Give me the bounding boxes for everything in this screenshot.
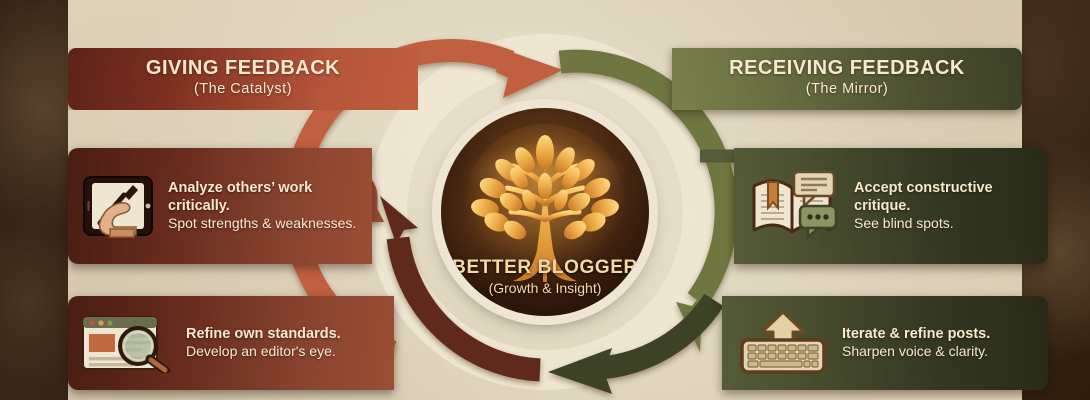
card-accept-constructive-critique[interactable]: Accept constructive critique. See blind … [734,148,1048,264]
card-detail: Develop an editor's eye. [186,343,336,360]
card-detail: Spot strengths & weaknesses. [168,214,357,231]
card-text: Analyze others’ work critically. Spot st… [168,180,358,231]
card-text: Iterate & refine posts. Sharpen voice & … [842,326,990,360]
banner-subtitle: (The Mirror) [805,81,889,98]
medallion-text: BETTER BLOGGER (Growth & Insight) [441,257,649,296]
banner-receiving-feedback[interactable]: RECEIVING FEEDBACK (The Mirror) [672,48,1022,110]
banner-title: GIVING FEEDBACK [145,57,341,80]
medallion-subtitle: (Growth & Insight) [488,280,602,296]
banner-title: RECEIVING FEEDBACK [729,57,965,80]
card-heading: Accept constructive critique. [854,180,993,214]
card-text: Refine own standards. Develop an editor'… [186,326,341,360]
banner-giving-feedback[interactable]: GIVING FEEDBACK (The Catalyst) [68,48,418,110]
card-heading: Iterate & refine posts. [842,326,991,343]
banner-subtitle: (The Catalyst) [193,81,293,98]
card-heading: Analyze others’ work critically. [168,180,313,214]
card-heading: Refine own standards. [186,326,341,343]
browser-magnifier-icon [82,316,171,373]
open-book-speech-bubbles-icon [752,170,838,240]
keyboard-up-arrow-icon [740,310,826,374]
card-refine-own-standards[interactable]: Refine own standards. Develop an editor'… [68,296,394,390]
card-text: Accept constructive critique. See blind … [854,180,1036,231]
medallion-title: BETTER BLOGGER [452,257,638,278]
center-medallion[interactable]: BETTER BLOGGER (Growth & Insight) [441,108,649,316]
card-analyze-others-work[interactable]: Analyze others’ work critically. Spot st… [68,148,372,264]
tree-of-growth-icon [465,124,625,284]
card-detail: See blind spots. [854,214,954,231]
card-iterate-refine-posts[interactable]: Iterate & refine posts. Sharpen voice & … [722,296,1048,390]
card-detail: Sharpen voice & clarity. [842,343,989,360]
tablet-hand-drawing-icon [83,176,153,238]
